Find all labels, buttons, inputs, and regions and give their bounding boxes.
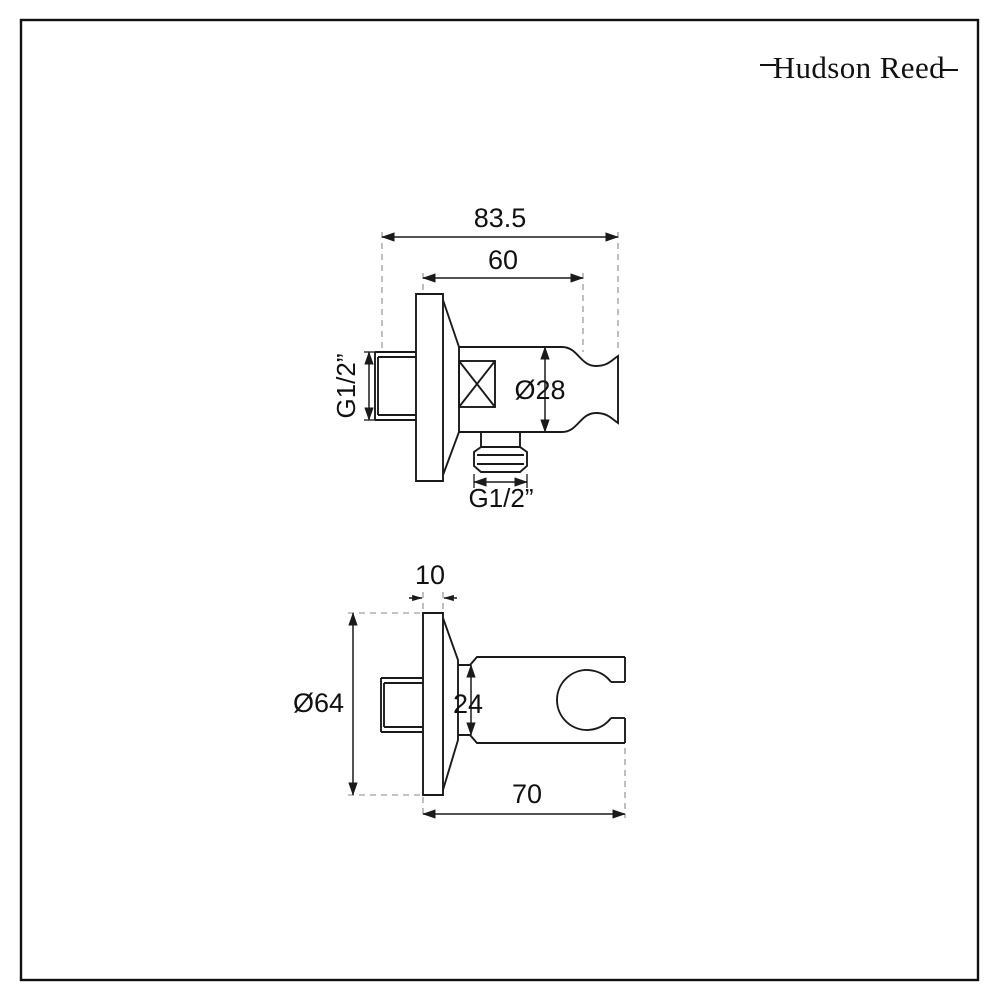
dimtext-60: 60 <box>488 245 518 275</box>
brand-logo: Hudson Reed <box>759 47 958 87</box>
top-view-dimension-text: 83.5 60 Ø28 G1/2” G1/2” <box>331 203 566 513</box>
side-view-dimension-lines <box>348 594 626 819</box>
dimtext-g12-inlet: G1/2” <box>331 353 361 418</box>
brand-rule-right-icon <box>942 69 958 71</box>
top-view-dimension-lines <box>364 232 619 487</box>
dimtext-70: 70 <box>512 779 542 809</box>
sheet-border <box>19 18 980 982</box>
top-view-geometry <box>374 293 619 482</box>
dimtext-83-5: 83.5 <box>474 203 527 233</box>
side-view-geometry <box>380 612 626 796</box>
dimtext-g12-outlet: G1/2” <box>468 483 533 513</box>
top-view-witness-marks <box>364 351 528 488</box>
dimtext-10: 10 <box>415 560 445 590</box>
dimtext-d64: Ø64 <box>293 688 344 718</box>
side-view-extension-lines <box>348 592 626 818</box>
dimtext-24: 24 <box>453 689 483 719</box>
dimtext-d28: Ø28 <box>514 375 565 405</box>
brand-name: Hudson Reed <box>772 49 945 85</box>
brand-rule-left-icon <box>759 64 776 66</box>
side-view-dimension-text: 10 Ø64 24 70 <box>293 560 542 809</box>
